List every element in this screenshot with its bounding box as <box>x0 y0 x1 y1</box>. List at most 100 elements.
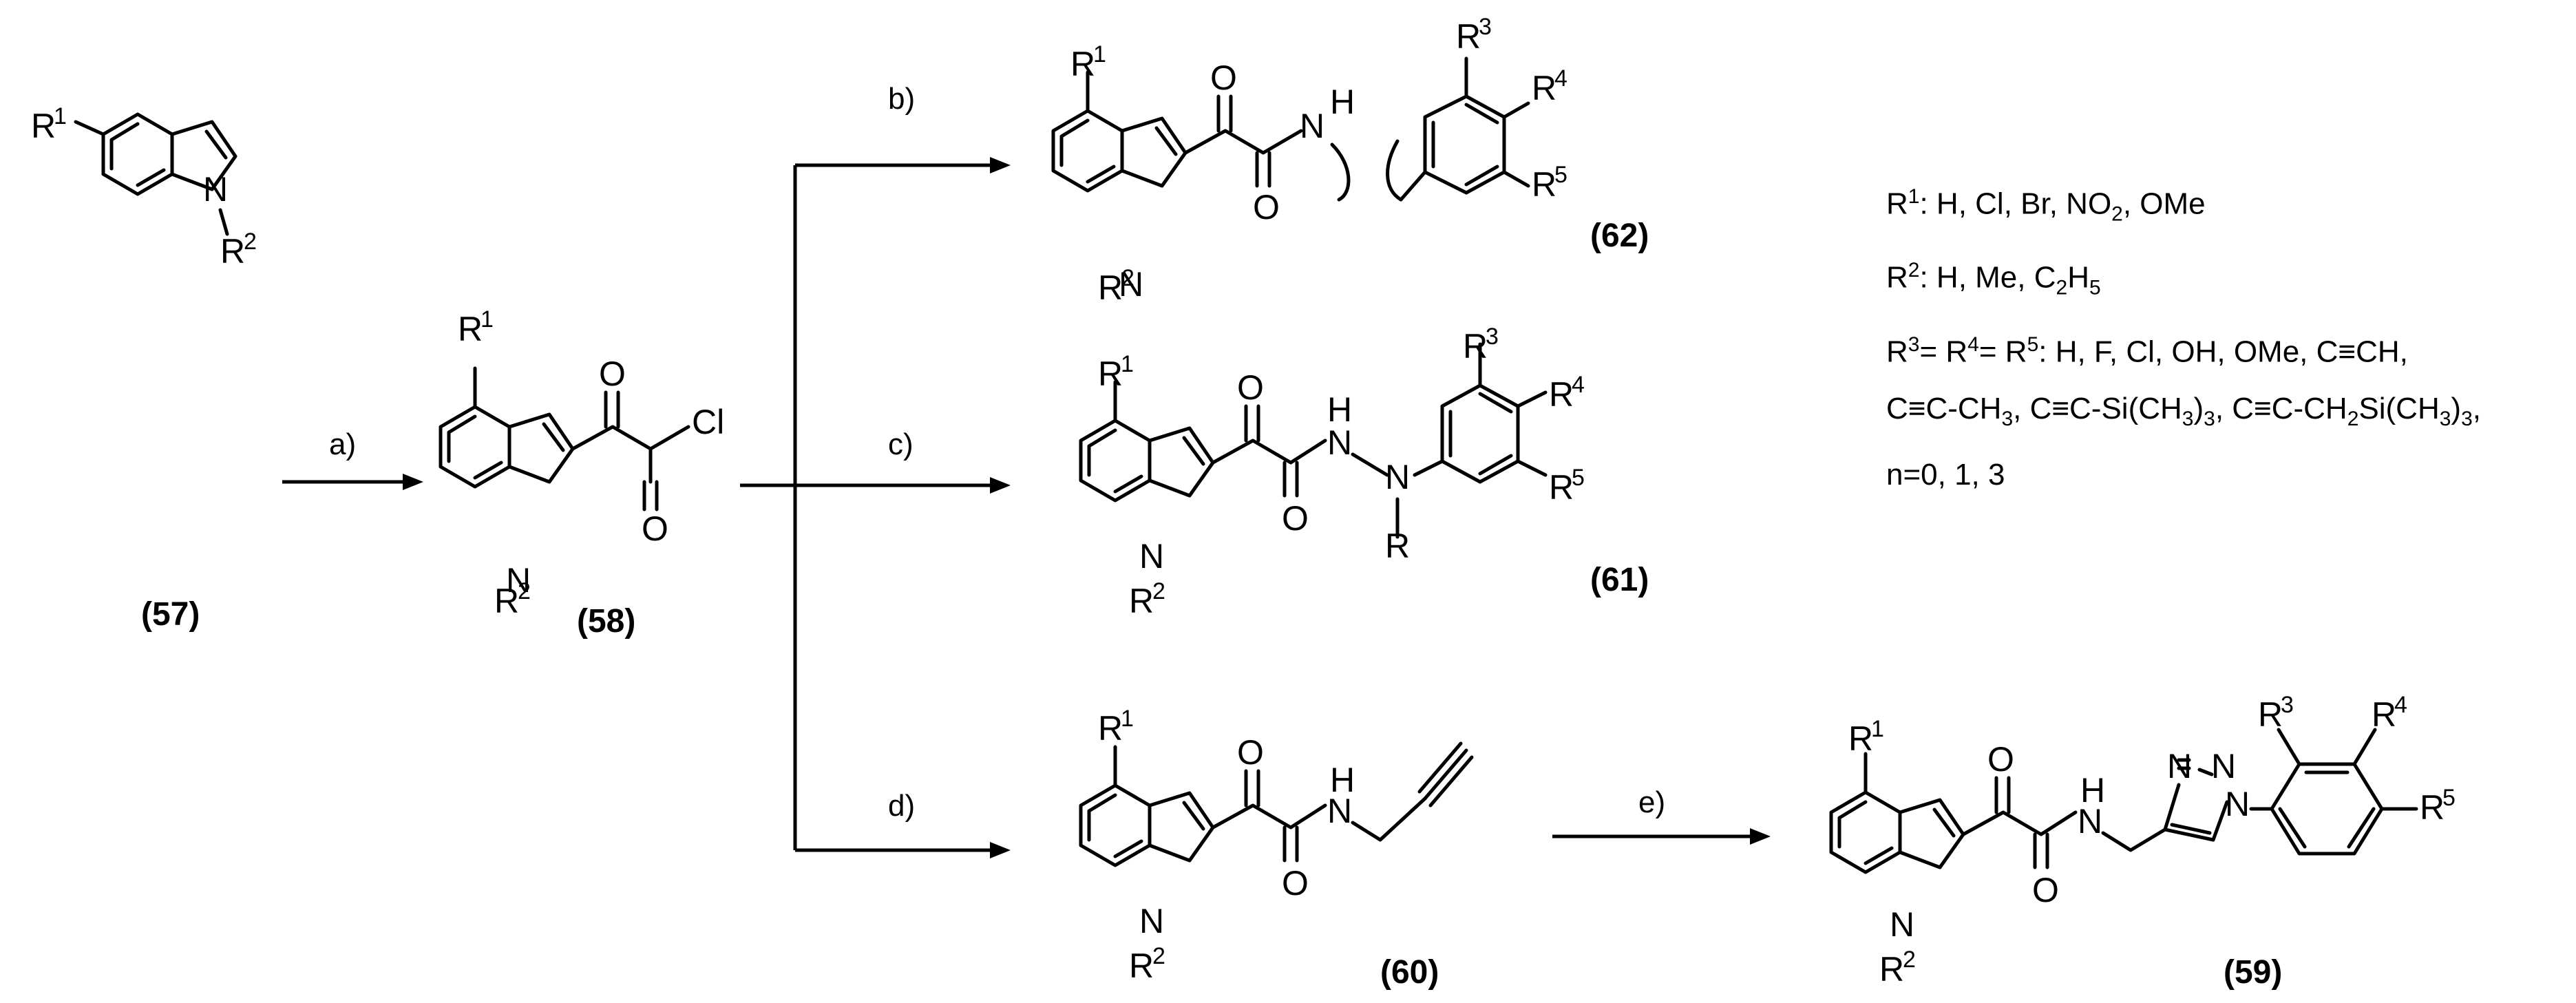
sup-61-r5: 5 <box>1572 465 1585 491</box>
legend-r1-sup: 1 <box>1908 185 1920 208</box>
legend-r4-d: 3 <box>2182 407 2194 430</box>
sup-59-r4: 4 <box>2394 692 2407 718</box>
compound-label-59: (59) <box>2224 954 2282 991</box>
atom-R5-61: R <box>1549 468 1574 507</box>
legend-r3-sup2: 4 <box>1967 332 1979 356</box>
atom-O1-60: O <box>1237 733 1264 772</box>
sup-58-r1: 1 <box>481 306 494 332</box>
atom-N-59: N <box>1890 905 1914 944</box>
legend-r2-sup: 2 <box>1908 259 1920 282</box>
legend-r2-b: : H, Me, C <box>1919 261 2056 295</box>
atom-R4-59: R <box>2372 695 2396 734</box>
atom-H-59: H <box>2080 771 2105 810</box>
reaction-label-c: c) <box>888 427 914 461</box>
compound-label-57: (57) <box>141 596 200 633</box>
compound-label-62: (62) <box>1590 218 1649 254</box>
legend-r1: R1: H, Cl, Br, NO2, OMe <box>1886 169 2481 242</box>
atom-R4-61: R <box>1549 375 1574 414</box>
branch-arrows: b) c) d) <box>740 82 1011 858</box>
sup-60-r1: 1 <box>1121 706 1134 732</box>
legend-r3-f: : H, F, Cl, OH, OMe, C≡CH, <box>2038 335 2408 369</box>
atom-R1-61: R <box>1098 355 1123 393</box>
compound-60: R 1 O O N H N R 2 (60) <box>1081 706 1474 991</box>
legend-r4-h: 2 <box>2347 407 2359 430</box>
legend-r1-sub: 2 <box>2111 202 2123 226</box>
atom-O1-61: O <box>1237 368 1264 407</box>
atom-R1-58: R <box>458 310 483 348</box>
atom-R4-62: R <box>1532 69 1556 107</box>
sup-61-r4: 4 <box>1572 372 1585 398</box>
sup-61-r3: 3 <box>1486 324 1499 350</box>
legend-r3-sup3: 5 <box>2027 332 2039 356</box>
sup-62-r2: 2 <box>1121 265 1134 291</box>
reaction-label-e: e) <box>1638 785 1665 819</box>
sup-62-r5: 5 <box>1554 162 1567 188</box>
substituent-legend: R1: H, Cl, Br, NO2, OMe R2: H, Me, C2H5 … <box>1886 169 2481 503</box>
sup-62-r1: 1 <box>1093 41 1106 67</box>
compound-label-60: (60) <box>1380 954 1439 991</box>
atom-O2-60: O <box>1282 864 1309 902</box>
atom-N-60: N <box>1139 902 1164 940</box>
atom-R2-61: R <box>1129 582 1154 620</box>
arrow-e: e) <box>1552 785 1771 845</box>
compound-61: R 1 O O N H N R R 3 R 4 R 5 N R 2 (61) <box>1081 324 1649 620</box>
atom-R2-60: R <box>1129 947 1154 985</box>
atom-N-amide-62: N <box>1300 107 1324 145</box>
legend-r4-i: Si(CH <box>2358 391 2440 425</box>
legend-r1-d: , OMe <box>2122 187 2206 221</box>
atom-R2-57: R <box>220 232 245 271</box>
atom-R1-60: R <box>1098 709 1123 748</box>
atom-N-61: N <box>1139 537 1164 576</box>
sup-57-r1: 1 <box>54 103 67 129</box>
atom-H-60: H <box>1330 761 1355 799</box>
atom-N3-triazole-59: N <box>2225 785 2250 823</box>
compound-59: R 1 O O N H N N N R 3 R 4 R 5 N R 2 (59) <box>1831 692 2456 991</box>
legend-r4-g: , C≡C-CH <box>2215 391 2347 425</box>
sup-59-r5: 5 <box>2442 785 2456 811</box>
atom-O2-61: O <box>1282 499 1309 538</box>
compound-label-61: (61) <box>1590 562 1649 598</box>
legend-r1-a: R <box>1886 187 1908 221</box>
atom-N-amide-60: N <box>1327 792 1352 830</box>
legend-r2-sub1: 2 <box>2056 276 2068 299</box>
legend-r3-d: = R <box>1978 335 2027 369</box>
sup-60-r2: 2 <box>1152 943 1165 969</box>
legend-r4-j: 3 <box>2439 407 2451 430</box>
legend-r1-b: : H, Cl, Br, NO <box>1919 187 2112 221</box>
atom-N-62: N <box>1119 265 1143 304</box>
atom-N2-triazole-59: N <box>2211 747 2236 785</box>
sup-62-r4: 4 <box>1554 65 1567 92</box>
compound-label-58: (58) <box>577 603 635 640</box>
atom-O1-62: O <box>1210 59 1237 97</box>
legend-r3-a: R <box>1886 335 1908 369</box>
legend-r3-sup1: 3 <box>1908 332 1920 356</box>
legend-r4-l: 3 <box>2461 407 2473 430</box>
atom-N-58: N <box>506 561 531 600</box>
atom-R5-59: R <box>2420 788 2445 827</box>
atom-N-amide-59: N <box>2078 802 2102 841</box>
atom-O2-59: O <box>2032 871 2059 909</box>
atom-R2-59: R <box>1879 950 1904 989</box>
arrow-a: a) <box>282 427 423 490</box>
sup-58-r2: 2 <box>518 578 531 604</box>
atom-R-61: R <box>1385 527 1410 565</box>
legend-r4-m: , <box>2472 391 2481 425</box>
atom-R2-58: R <box>494 582 519 620</box>
atom-O1-58: O <box>599 355 626 393</box>
legend-r2-a: R <box>1886 261 1908 295</box>
atom-Cl-58: Cl <box>692 403 724 441</box>
atom-R3-62: R <box>1456 17 1481 56</box>
atom-R5-62: R <box>1532 165 1556 204</box>
sup-61-r1: 1 <box>1121 351 1134 377</box>
atom-N1-triazole-59: N <box>2167 747 2192 785</box>
legend-r4-b: 3 <box>2001 407 2014 430</box>
atom-N1-61: N <box>1327 423 1352 462</box>
compound-58: R 1 O O Cl N R 2 (58) <box>441 306 724 640</box>
legend-r2: R2: H, Me, C2H5 <box>1886 242 2481 316</box>
legend-r4-k: ) <box>2451 391 2462 425</box>
atom-R3-61: R <box>1463 327 1488 366</box>
legend-r4-e: ) <box>2193 391 2204 425</box>
compound-57: R 1 N R 2 (57) <box>31 103 257 633</box>
atom-H-61: H <box>1327 390 1352 429</box>
